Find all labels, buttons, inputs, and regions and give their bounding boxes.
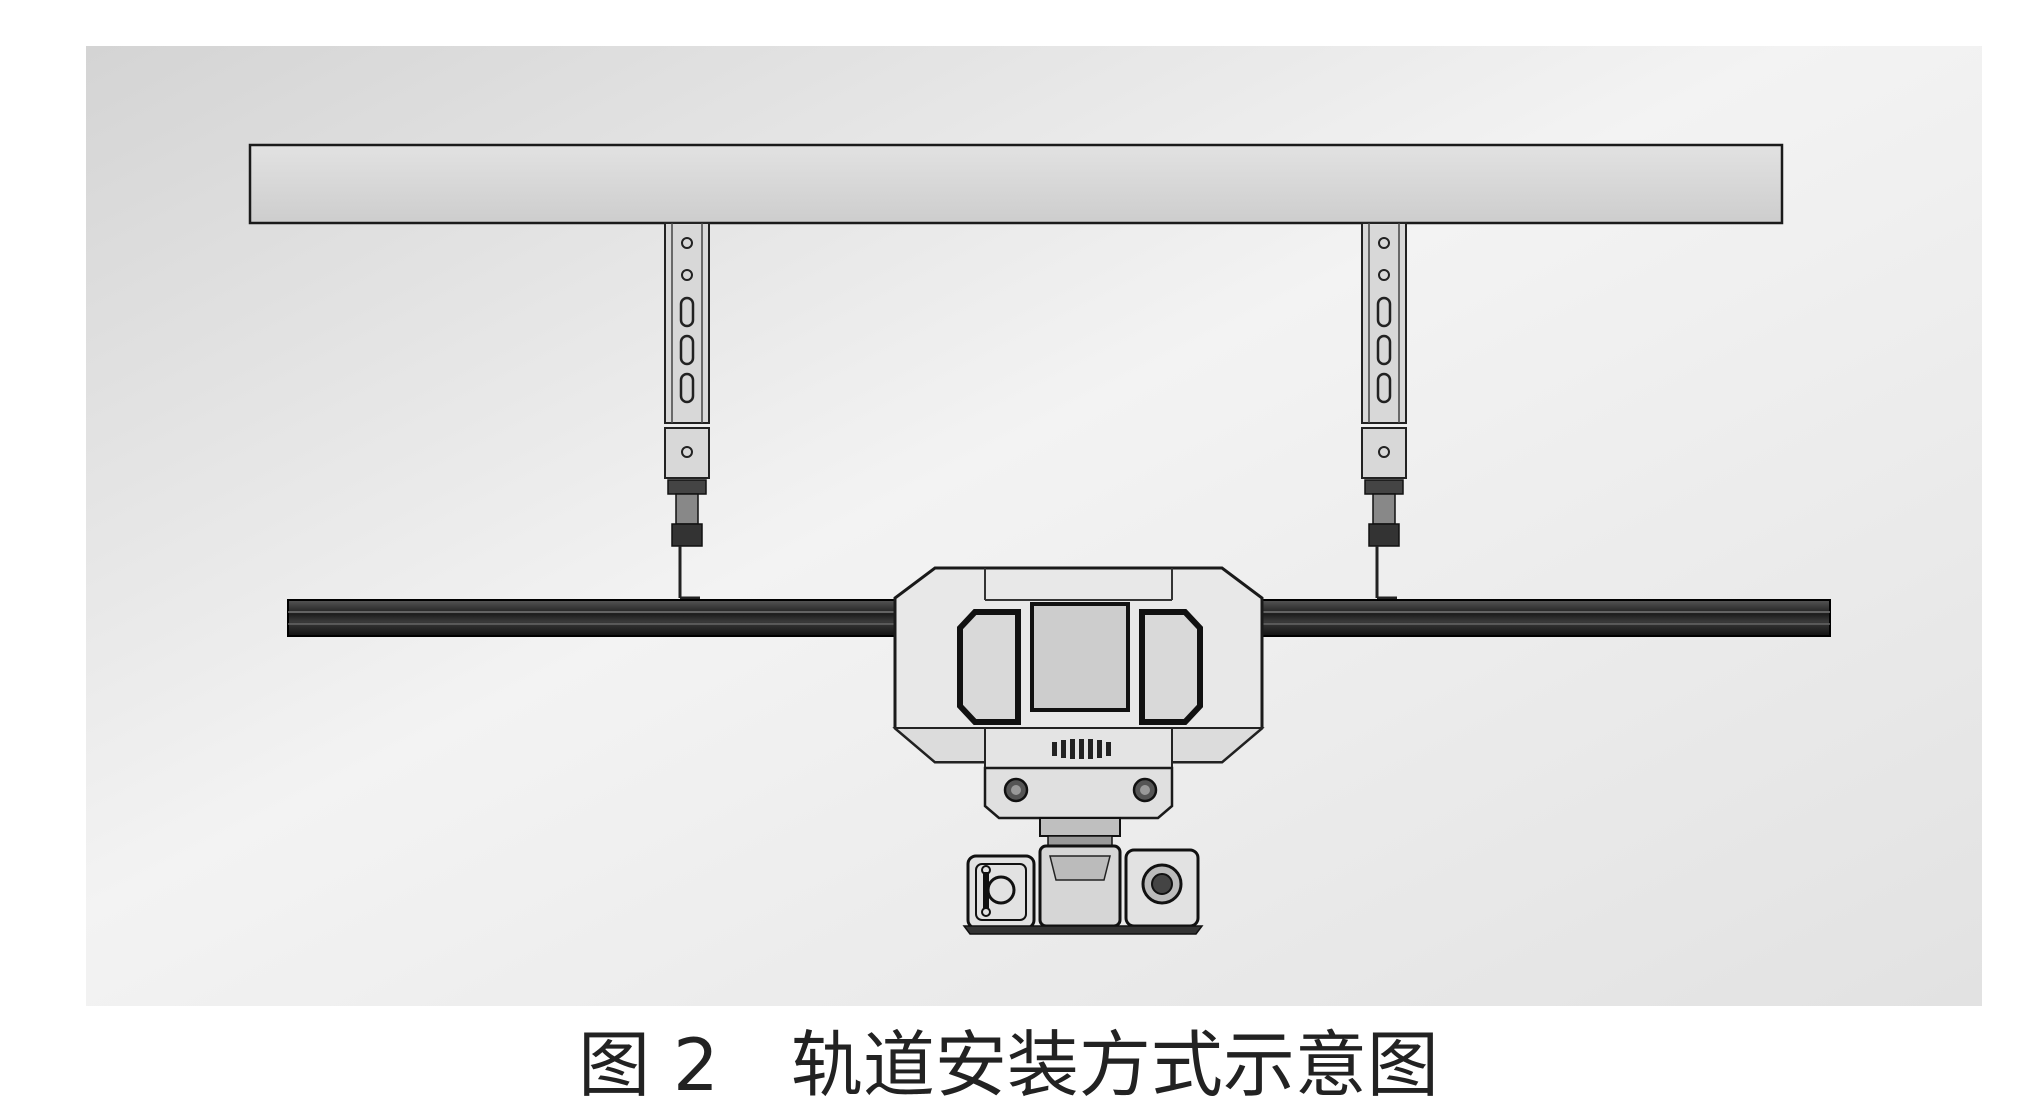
ceiling-beam (248, 143, 1784, 225)
center-panel (1030, 602, 1130, 712)
right-hanger-bracket (1361, 222, 1407, 600)
left-hanger-bracket (664, 222, 710, 600)
pan-tilt-camera (962, 844, 1204, 935)
vent-grille (1052, 739, 1111, 759)
figure-caption: 图 2 轨道安装方式示意图 (578, 1023, 1439, 1107)
right-side-window (1139, 609, 1203, 725)
left-side-window (957, 609, 1021, 725)
inspection-robot (892, 566, 1265, 935)
